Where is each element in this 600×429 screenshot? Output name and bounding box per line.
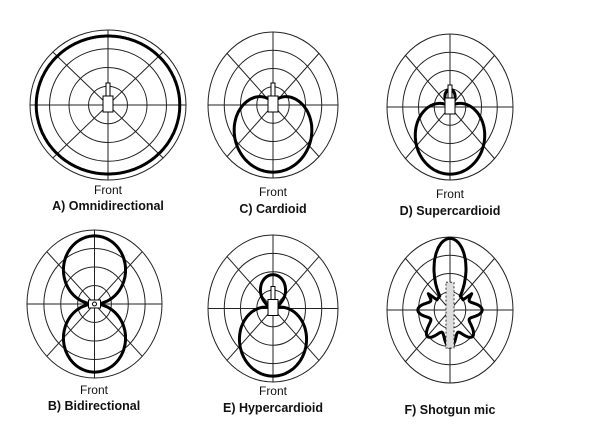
front-caption: Front bbox=[79, 383, 108, 397]
shotgun-mic-icon bbox=[445, 281, 455, 349]
polar-pattern-curve bbox=[237, 273, 309, 378]
microphone-icon bbox=[88, 299, 101, 309]
polar-plot-omnidirectional bbox=[29, 29, 187, 181]
polar-grid bbox=[386, 33, 514, 181]
plot-label-hypercardioid: E) Hypercardioid bbox=[222, 401, 324, 415]
polar-pattern-curve bbox=[416, 237, 484, 349]
microphone-icon bbox=[102, 95, 114, 113]
front-caption: Front bbox=[258, 384, 287, 398]
polar-grid bbox=[29, 29, 187, 181]
microphone-capsule-icon bbox=[92, 301, 97, 307]
polar-grid bbox=[207, 234, 339, 383]
polar-pattern-curve bbox=[34, 34, 182, 176]
polar-plot-shotgun bbox=[386, 236, 514, 384]
microphone-stem-icon bbox=[105, 82, 111, 98]
microphone-stem-icon bbox=[447, 84, 453, 100]
polar-grid bbox=[207, 31, 339, 179]
polar-pattern-curve bbox=[61, 234, 127, 374]
microphone-stem-icon bbox=[270, 82, 276, 98]
front-caption: Front bbox=[258, 185, 287, 199]
polar-plot-hypercardioid bbox=[207, 234, 339, 383]
front-caption: Front bbox=[93, 183, 122, 197]
polar-grid bbox=[26, 229, 163, 379]
microphone-icon bbox=[267, 95, 279, 113]
polar-grid bbox=[386, 236, 514, 384]
polar-plot-supercardioid bbox=[386, 33, 514, 181]
front-caption: Front bbox=[435, 187, 464, 201]
plot-label-bidirectional: B) Bidirectional bbox=[47, 399, 141, 413]
microphone-icon bbox=[267, 299, 279, 316]
microphone-icon bbox=[444, 97, 456, 115]
polar-plot-bidirectional bbox=[26, 229, 163, 379]
plot-label-omnidirectional: A) Omnidirectional bbox=[52, 199, 164, 213]
plot-label-shotgun: F) Shotgun mic bbox=[404, 403, 496, 417]
plot-label-supercardioid: D) Supercardioid bbox=[399, 204, 501, 218]
microphone-stem-icon bbox=[270, 286, 276, 301]
plot-label-cardioid: C) Cardioid bbox=[239, 202, 307, 216]
polar-plot-cardioid bbox=[207, 31, 339, 179]
